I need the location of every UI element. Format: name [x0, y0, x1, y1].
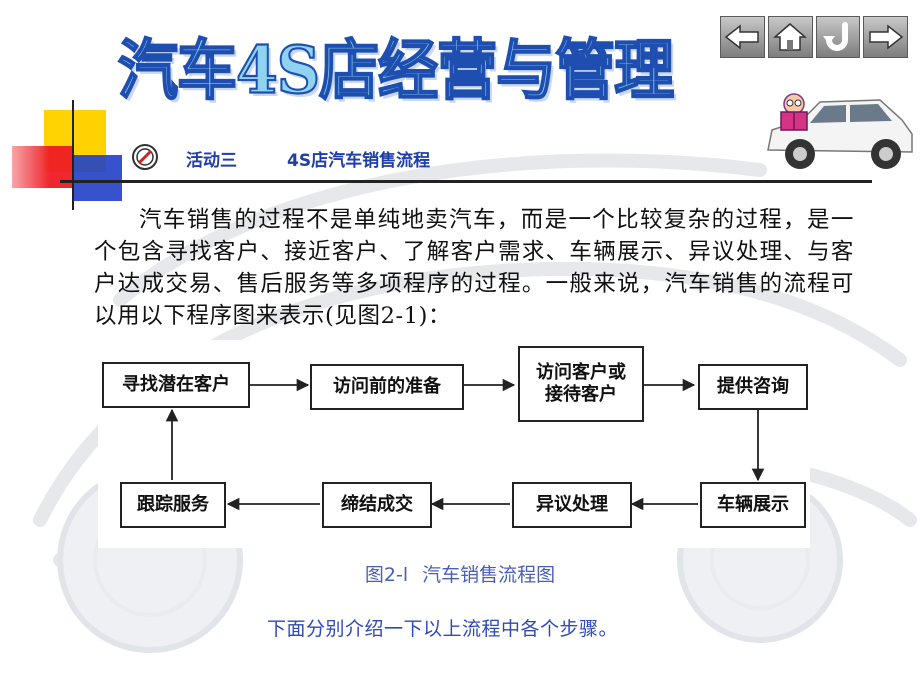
flow-node-n3: 访问客户或 接待客户 — [518, 346, 644, 422]
deco-blue-square — [74, 155, 122, 201]
activity-label: 活动三 — [186, 151, 237, 171]
activity-title: 4S店汽车销售流程 — [287, 151, 431, 171]
forward-arrow-icon — [868, 24, 903, 50]
flow-node-label: 访问前的准备 — [333, 376, 441, 397]
figure-caption-text: 汽车销售流程图 — [422, 564, 556, 586]
figure-caption: 图2-l 汽车销售流程图 — [0, 560, 920, 587]
activity-badge-icon — [132, 144, 158, 170]
footer-text: 下面分别介绍一下以上流程中各个步骤。 — [266, 618, 618, 640]
flow-node-n1: 寻找潜在客户 — [102, 362, 250, 408]
sales-flowchart: 寻找潜在客户 访问前的准备 访问客户或 接待客户 提供咨询 车辆展示 异议处理 … — [98, 340, 810, 548]
home-button[interactable] — [767, 16, 813, 58]
suv-car-icon — [767, 99, 913, 169]
flow-node-n4: 提供咨询 — [698, 364, 808, 410]
reading-mascot-icon — [780, 93, 808, 131]
nav-bar — [720, 16, 908, 58]
flow-node-n2: 访问前的准备 — [310, 364, 464, 410]
header-underline — [60, 180, 872, 183]
figure-number: 图2-l — [364, 564, 409, 586]
flow-node-label: 缔结成交 — [341, 494, 413, 515]
back-arrow-icon — [725, 24, 760, 50]
intro-paragraph: 汽车销售的过程不是单纯地卖汽车，而是一个比较复杂的过程，是一个包含寻找客户、接近… — [94, 207, 854, 329]
page-title: 汽车4S店经营与管理 — [117, 32, 675, 110]
flow-node-label: 跟踪服务 — [137, 494, 209, 515]
flow-node-n8: 跟踪服务 — [120, 482, 226, 528]
forward-button[interactable] — [863, 16, 908, 58]
flow-node-label: 提供咨询 — [717, 376, 789, 397]
flow-node-label: 车辆展示 — [717, 494, 789, 515]
flow-node-label: 访问客户或 接待客户 — [536, 362, 626, 405]
flow-node-label: 异议处理 — [536, 494, 608, 515]
return-icon — [822, 22, 848, 51]
flow-node-n5: 车辆展示 — [700, 482, 806, 528]
deco-vertical-line — [72, 100, 74, 210]
flow-node-label: 寻找潜在客户 — [122, 374, 230, 395]
flow-node-n7: 缔结成交 — [322, 482, 432, 528]
return-button[interactable] — [815, 16, 861, 58]
flow-arrows — [165, 378, 765, 511]
back-button[interactable] — [720, 16, 765, 58]
flow-node-n6: 异议处理 — [512, 482, 632, 528]
home-icon — [773, 23, 808, 51]
